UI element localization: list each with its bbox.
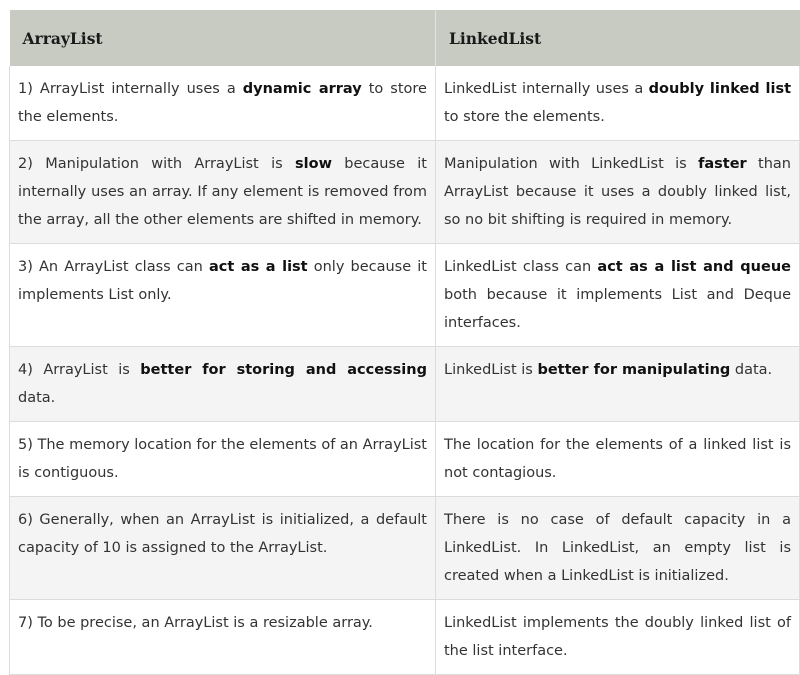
bold-text: slow: [295, 156, 332, 172]
cell-text: to store the elements.: [18, 81, 427, 125]
linkedlist-cell: LinkedList internally uses a doubly link…: [435, 66, 800, 141]
cell-text: 5) The memory location for the elements …: [18, 437, 427, 481]
cell-text: LinkedList internally uses a: [444, 81, 649, 97]
cell-text: 7) To be precise, an ArrayList is a resi…: [18, 615, 373, 631]
bold-text: better for storing and accessing: [140, 362, 427, 378]
table-row: 4) ArrayList is better for storing and a…: [9, 346, 800, 422]
header-linkedlist: LinkedList: [435, 10, 800, 66]
bold-text: act as a list: [208, 259, 308, 275]
bold-text: act as a list and queue: [597, 259, 791, 275]
table-row: 7) To be precise, an ArrayList is a resi…: [9, 599, 800, 675]
arraylist-cell: 5) The memory location for the elements …: [9, 421, 436, 497]
cell-text: 2) Manipulation with ArrayList is: [18, 156, 295, 172]
cell-text: data.: [730, 362, 773, 378]
cell-text: 6) Generally, when an ArrayList is initi…: [18, 512, 427, 556]
table-row: 5) The memory location for the elements …: [9, 421, 800, 497]
arraylist-cell: 2) Manipulation with ArrayList is slow b…: [9, 140, 436, 244]
cell-text: because it internally uses an array. If …: [18, 156, 427, 228]
cell-text: LinkedList class can: [444, 259, 598, 275]
cell-text: than ArrayList because it uses a doubly …: [444, 156, 791, 228]
cell-text: There is no case of default capacity in …: [444, 512, 791, 584]
comparison-table: ArrayList LinkedList 1) ArrayList intern…: [9, 10, 800, 675]
cell-text: LinkedList is: [444, 362, 538, 378]
cell-text: 4) ArrayList is: [18, 362, 141, 378]
table-row: 3) An ArrayList class can act as a list …: [9, 243, 800, 347]
linkedlist-cell: LinkedList implements the doubly linked …: [435, 599, 800, 675]
cell-text: LinkedList implements the doubly linked …: [444, 615, 791, 659]
cell-text: 3) An ArrayList class can: [18, 259, 209, 275]
bold-text: faster: [698, 156, 747, 172]
bold-text: dynamic array: [242, 81, 362, 97]
cell-text: only because it implements List only.: [18, 259, 427, 303]
cell-text: The location for the elements of a linke…: [444, 437, 791, 481]
table-row: 6) Generally, when an ArrayList is initi…: [9, 496, 800, 600]
linkedlist-cell: There is no case of default capacity in …: [435, 496, 800, 600]
arraylist-cell: 4) ArrayList is better for storing and a…: [9, 346, 436, 422]
header-arraylist: ArrayList: [9, 10, 436, 66]
cell-text: 1) ArrayList internally uses a: [18, 81, 243, 97]
cell-text: Manipulation with LinkedList is: [444, 156, 699, 172]
page: ArrayList LinkedList 1) ArrayList intern…: [9, 10, 800, 675]
bold-text: better for manipulating: [537, 362, 731, 378]
cell-text: both because it implements List and Dequ…: [444, 287, 791, 331]
linkedlist-cell: LinkedList is better for manipulating da…: [435, 346, 800, 422]
arraylist-cell: 7) To be precise, an ArrayList is a resi…: [9, 599, 436, 675]
linkedlist-cell: The location for the elements of a linke…: [435, 421, 800, 497]
table-body: 1) ArrayList internally uses a dynamic a…: [9, 66, 800, 675]
arraylist-cell: 6) Generally, when an ArrayList is initi…: [9, 496, 436, 600]
arraylist-cell: 1) ArrayList internally uses a dynamic a…: [9, 66, 436, 141]
table-row: 2) Manipulation with ArrayList is slow b…: [9, 140, 800, 244]
cell-text: to store the elements.: [444, 109, 605, 125]
arraylist-cell: 3) An ArrayList class can act as a list …: [9, 243, 436, 347]
linkedlist-cell: Manipulation with LinkedList is faster t…: [435, 140, 800, 244]
table-row: 1) ArrayList internally uses a dynamic a…: [9, 66, 800, 141]
cell-text: data.: [18, 390, 56, 406]
linkedlist-cell: LinkedList class can act as a list and q…: [435, 243, 800, 347]
table-header-row: ArrayList LinkedList: [9, 10, 800, 66]
bold-text: doubly linked list: [648, 81, 792, 97]
